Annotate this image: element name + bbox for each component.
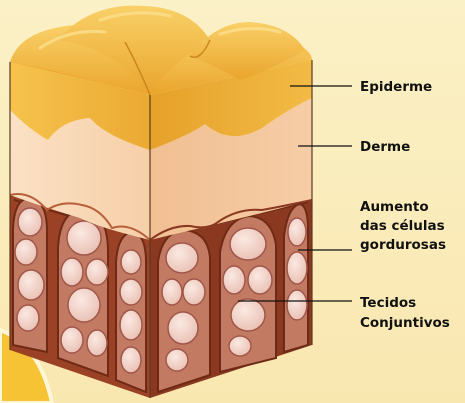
label-epidermis: Epiderme — [360, 79, 432, 95]
label-dermis: Derme — [360, 139, 410, 155]
label-fat-cells-line-1: Aumento — [360, 199, 429, 215]
label-fat-cells-line-2: das células — [360, 218, 445, 234]
label-fat-cells-line-3: gordurosas — [360, 237, 446, 253]
label-connective-tissue-line-1: Tecidos — [360, 295, 416, 311]
label-connective-tissue-line-2: Conjuntivos — [360, 315, 450, 331]
